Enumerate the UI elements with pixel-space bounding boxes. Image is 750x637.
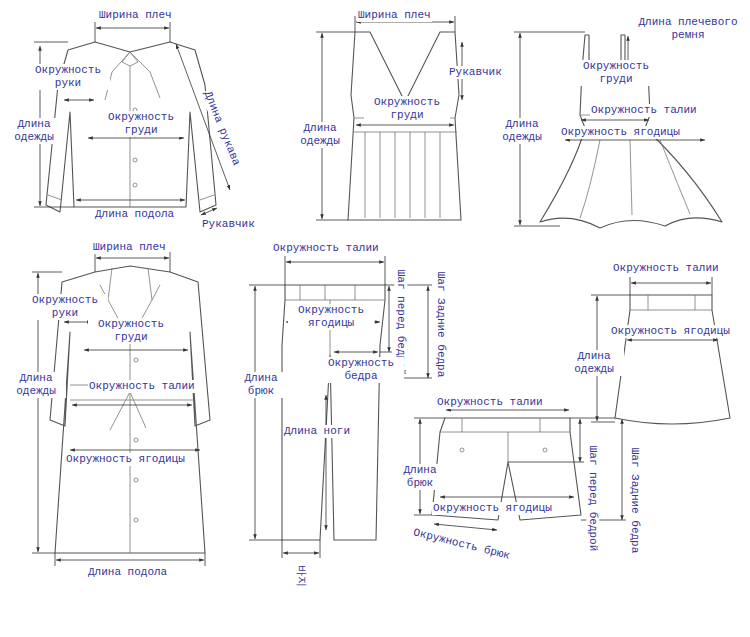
dimension-label: Длина брюк: [234, 372, 288, 398]
dimension-label: Ширина плеч: [357, 9, 432, 22]
dimension-label: Окружность ягодицы: [288, 304, 374, 330]
dimension-label: Длина одежды: [4, 118, 64, 144]
dimension-label: Окружность груди: [98, 111, 184, 137]
dimension-label: Окружность руки: [22, 294, 108, 320]
dimension-label: Длина подола: [87, 566, 168, 579]
dimension-label: Окружность ягодицы: [560, 126, 681, 139]
dimension-label: Окружность руки: [26, 64, 110, 90]
dimension-label: Окружность груди: [573, 60, 659, 86]
dimension-label: Окружность талии: [88, 380, 196, 393]
pants-drawing: [249, 256, 432, 558]
dimension-label: Окружность ягодицы: [610, 325, 731, 338]
dimension-label: Окружность груди: [364, 96, 450, 122]
dimension-label: Рукавчик: [448, 66, 503, 79]
dimension-label: Окружность талии: [612, 262, 720, 275]
dimension-label: Окружность брюк: [411, 525, 512, 562]
dimension-label: Окружность бедра: [318, 357, 404, 383]
dimension-label: Окружность ягодицы: [432, 502, 553, 515]
dimension-label: Длина одежды: [492, 118, 552, 144]
dimension-label: Ширина плеч: [98, 9, 173, 22]
dimension-label: Длина плечевого ремня: [632, 16, 744, 42]
dimension-label: Шаг Задние бедра: [629, 446, 642, 554]
dimension-label: 바지: [294, 563, 307, 587]
dimension-label: Длина подола: [94, 208, 175, 221]
dimension-label: Длина одежды: [564, 350, 624, 376]
dimension-label: Длина брюк: [393, 464, 447, 490]
dimension-label: Окружность талии: [272, 242, 380, 255]
dimension-label: Ширина плеч: [92, 241, 167, 254]
dimension-label: Длина одежды: [290, 122, 350, 148]
dimension-label: Окружность груди: [88, 318, 174, 344]
dimension-label: Шаг Задние бедра: [435, 270, 448, 378]
tank-top-drawing: [316, 16, 462, 220]
dimension-label: Окружность талии: [590, 104, 698, 117]
dimension-label: Рукавчик: [201, 218, 256, 231]
dimension-label: Длина ноги: [283, 425, 351, 438]
dimension-label: Шаг перед бедрой: [587, 444, 600, 552]
dimension-label: Длина одежды: [6, 372, 66, 398]
dimension-label: Окружность талии: [436, 396, 544, 409]
dimension-label: Окружность ягодицы: [65, 453, 186, 466]
